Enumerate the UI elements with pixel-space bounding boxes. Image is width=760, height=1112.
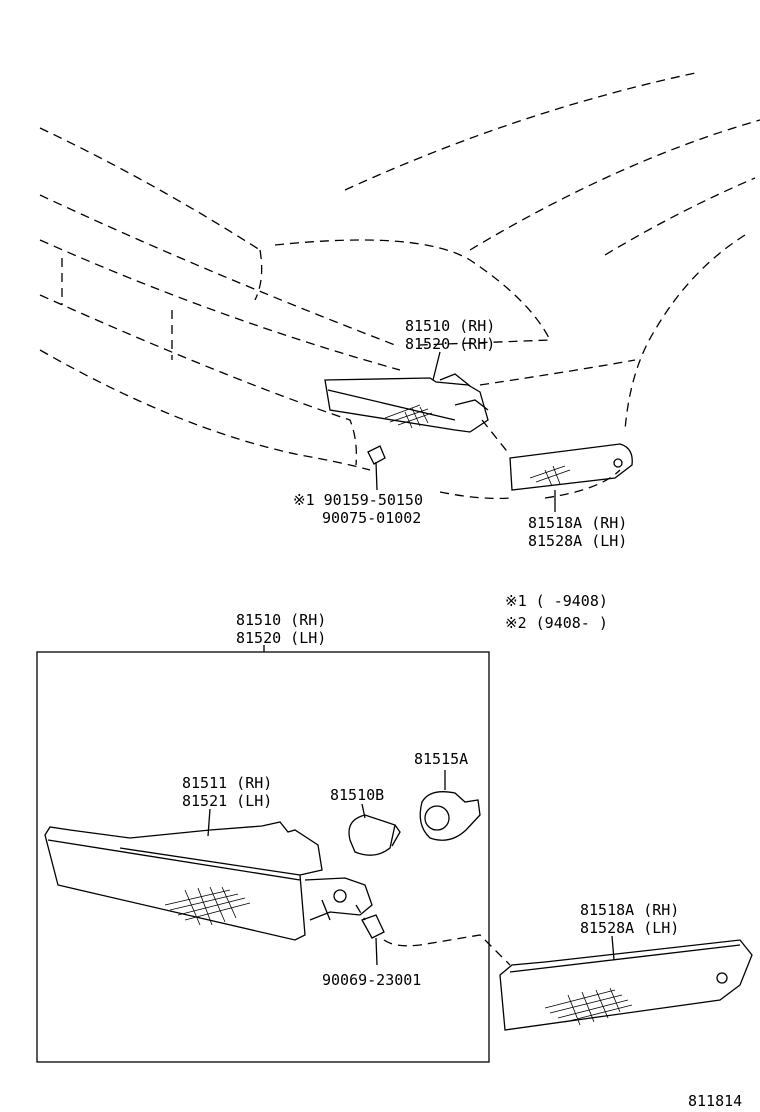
housing-label-b: 81521 (LH) (182, 792, 272, 810)
top-lamp-label-b: 81520 (RH) (405, 335, 495, 353)
side-marker-lens: 81518A (RH) 81528A (LH) (499, 901, 753, 1031)
assembly-box (36, 651, 490, 1063)
top-screw-label-a: ※1 90159-50150 (293, 491, 423, 509)
socket (419, 770, 481, 841)
screw-label: 90069-23001 (322, 971, 421, 989)
note-1: ※1 ( -9408) (505, 592, 608, 610)
installed-lamp-assembly (324, 373, 489, 433)
vehicle-body-outline (39, 71, 760, 500)
top-screw-label-b: 90075-01002 (322, 509, 421, 527)
lamp-housing (44, 821, 373, 941)
top-labels: 81510 (RH) 81520 (RH) ※1 90159-50150 900… (293, 317, 627, 632)
top-screw (367, 445, 386, 491)
exploded-view: 81510 (RH) 81520 (LH) (36, 611, 511, 1063)
lens-label-b: 81528A (LH) (580, 919, 679, 937)
bulb-label: 81510B (330, 786, 384, 804)
top-lens-label-a: 81518A (RH) (528, 514, 627, 532)
bulb (348, 814, 401, 856)
socket-label: 81515A (414, 750, 468, 768)
diagram-code: 811814 (688, 1092, 742, 1110)
top-lamp-label-a: 81510 (RH) (405, 317, 495, 335)
top-side-marker-lens (481, 419, 633, 512)
box-title-b: 81520 (LH) (236, 629, 326, 647)
side-lens-hatch (544, 987, 633, 1026)
housing-label-a: 81511 (RH) (182, 774, 272, 792)
lamp-lens-hatch (384, 404, 433, 429)
marker-lens-hatch (529, 465, 571, 487)
housing-screw (355, 904, 511, 966)
top-lens-label-b: 81528A (LH) (528, 532, 627, 550)
box-title-a: 81510 (RH) (236, 611, 326, 629)
lens-label-a: 81518A (RH) (580, 901, 679, 919)
note-2: ※2 (9408- ) (505, 614, 608, 632)
housing-lens-hatch (164, 886, 251, 926)
